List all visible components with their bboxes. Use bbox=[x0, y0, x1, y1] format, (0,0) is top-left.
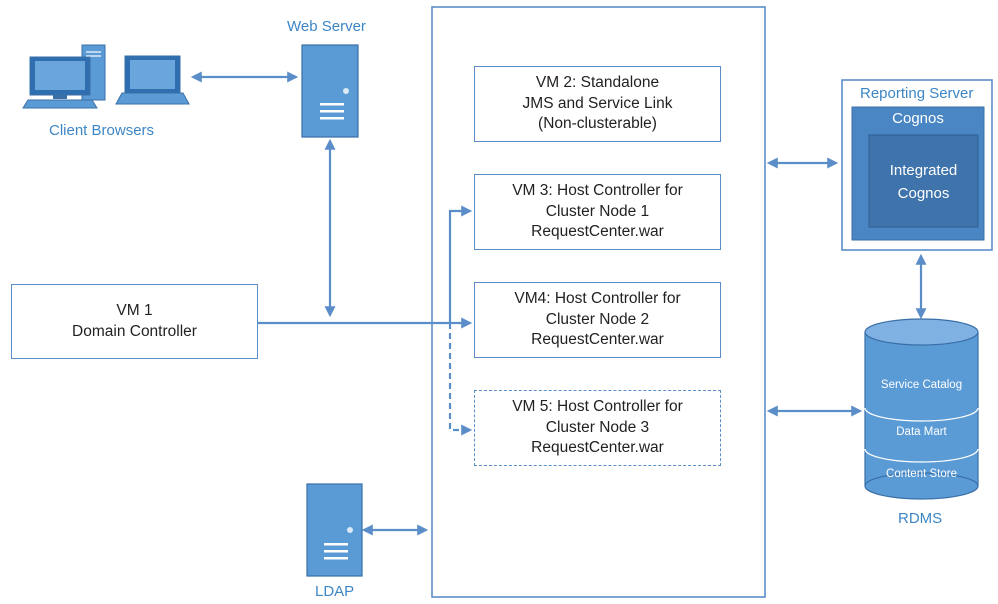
vm3-line-1: VM 3: Host Controller for bbox=[512, 181, 683, 199]
vm5-line-2: Cluster Node 3 bbox=[545, 418, 650, 436]
server-tower-icon bbox=[301, 44, 359, 138]
vm4-line-1: VM4: Host Controller for bbox=[514, 289, 681, 307]
vm2-line-2: JMS and Service Link bbox=[522, 94, 673, 112]
client-browsers-label: Client Browsers bbox=[49, 122, 155, 139]
db-section-data-mart: Data Mart bbox=[896, 426, 947, 438]
vm1-vm5-dashed-arrow bbox=[448, 323, 473, 436]
web-server-label: Web Server bbox=[287, 18, 366, 35]
vm1-line-1: VM 1 bbox=[116, 301, 153, 319]
vm2-line-3: (Non-clusterable) bbox=[538, 115, 657, 133]
vm5-cluster-node-3-box: VM 5: Host Controller for Cluster Node 3… bbox=[474, 390, 721, 466]
db-section-service-catalog: Service Catalog bbox=[880, 379, 963, 391]
ldap-label: LDAP bbox=[315, 583, 355, 600]
integrated-cognos-line-2: Cognos bbox=[897, 184, 950, 202]
vm2-standalone-box: VM 2: Standalone JMS and Service Link (N… bbox=[474, 66, 721, 142]
vm3-line-3: RequestCenter.war bbox=[531, 223, 664, 241]
vm5-line-3: RequestCenter.war bbox=[531, 439, 664, 457]
database-cylinder-icon bbox=[864, 318, 979, 500]
vm1-domain-controller-box: VM 1 Domain Controller bbox=[11, 284, 258, 359]
desktop-and-laptop-icon bbox=[22, 44, 190, 109]
vm1-vm3-arrow bbox=[448, 205, 473, 323]
app-server-container bbox=[431, 6, 766, 598]
cognos-label: Cognos bbox=[892, 110, 944, 127]
vm4-line-3: RequestCenter.war bbox=[531, 331, 664, 349]
vm1-line-2: Domain Controller bbox=[72, 322, 197, 340]
vm4-cluster-node-2-box: VM4: Host Controller for Cluster Node 2 … bbox=[474, 282, 721, 358]
integrated-cognos-label: Integrated Cognos bbox=[869, 160, 978, 205]
vm2-line-1: VM 2: Standalone bbox=[535, 73, 660, 91]
rdms-label: RDMS bbox=[898, 510, 943, 527]
ldap-server-icon bbox=[306, 483, 363, 577]
vm3-line-2: Cluster Node 1 bbox=[545, 202, 650, 220]
integrated-cognos-line-1: Integrated bbox=[889, 162, 958, 179]
integrated-cognos-box bbox=[868, 134, 979, 228]
reporting-server-label: Reporting Server bbox=[860, 85, 974, 102]
vm3-cluster-node-1-box: VM 3: Host Controller for Cluster Node 1… bbox=[474, 174, 721, 250]
vm5-line-1: VM 5: Host Controller for bbox=[512, 397, 683, 415]
db-section-content-store: Content Store bbox=[886, 468, 957, 480]
vm4-line-2: Cluster Node 2 bbox=[545, 310, 650, 328]
